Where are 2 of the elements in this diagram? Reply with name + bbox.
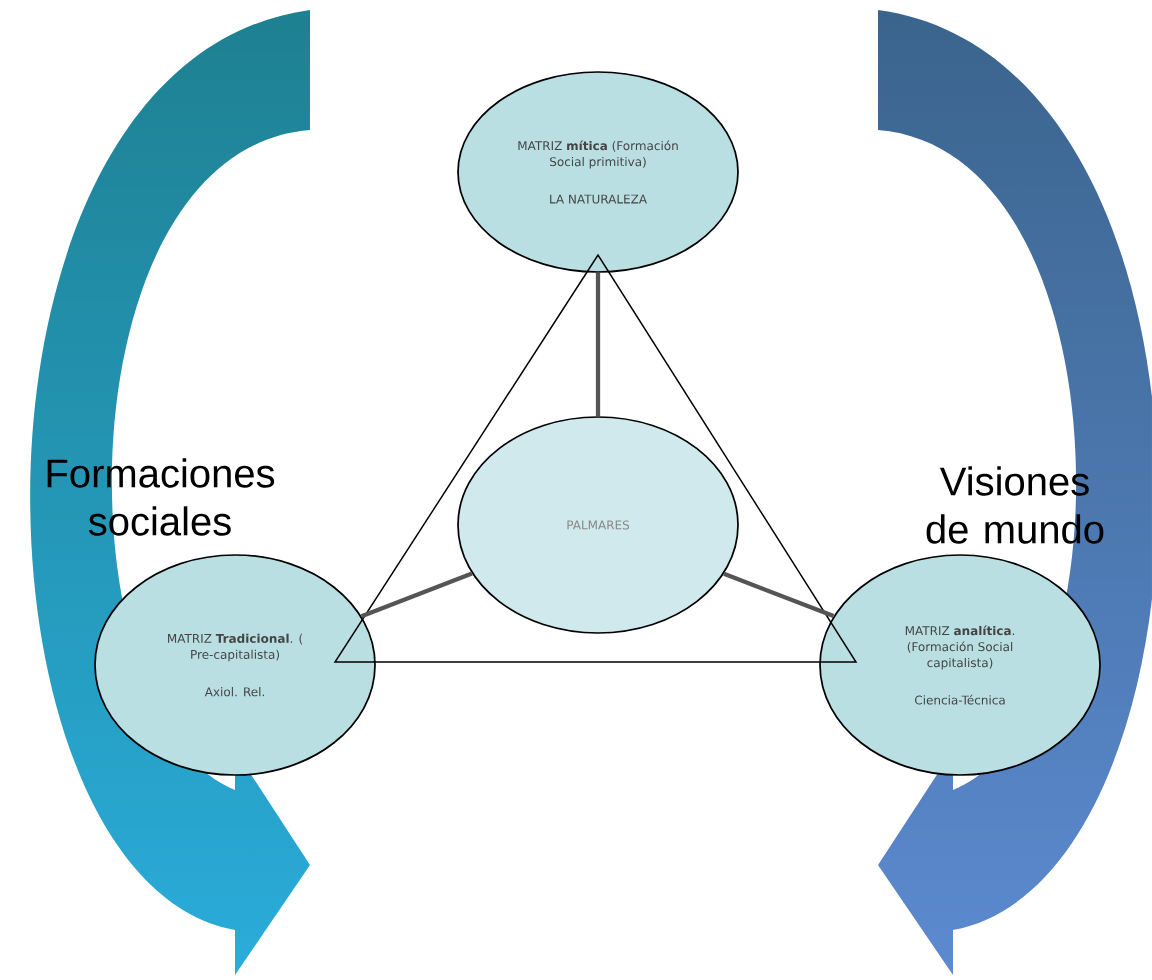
connector-line [723, 571, 835, 619]
connector-line [360, 571, 473, 619]
